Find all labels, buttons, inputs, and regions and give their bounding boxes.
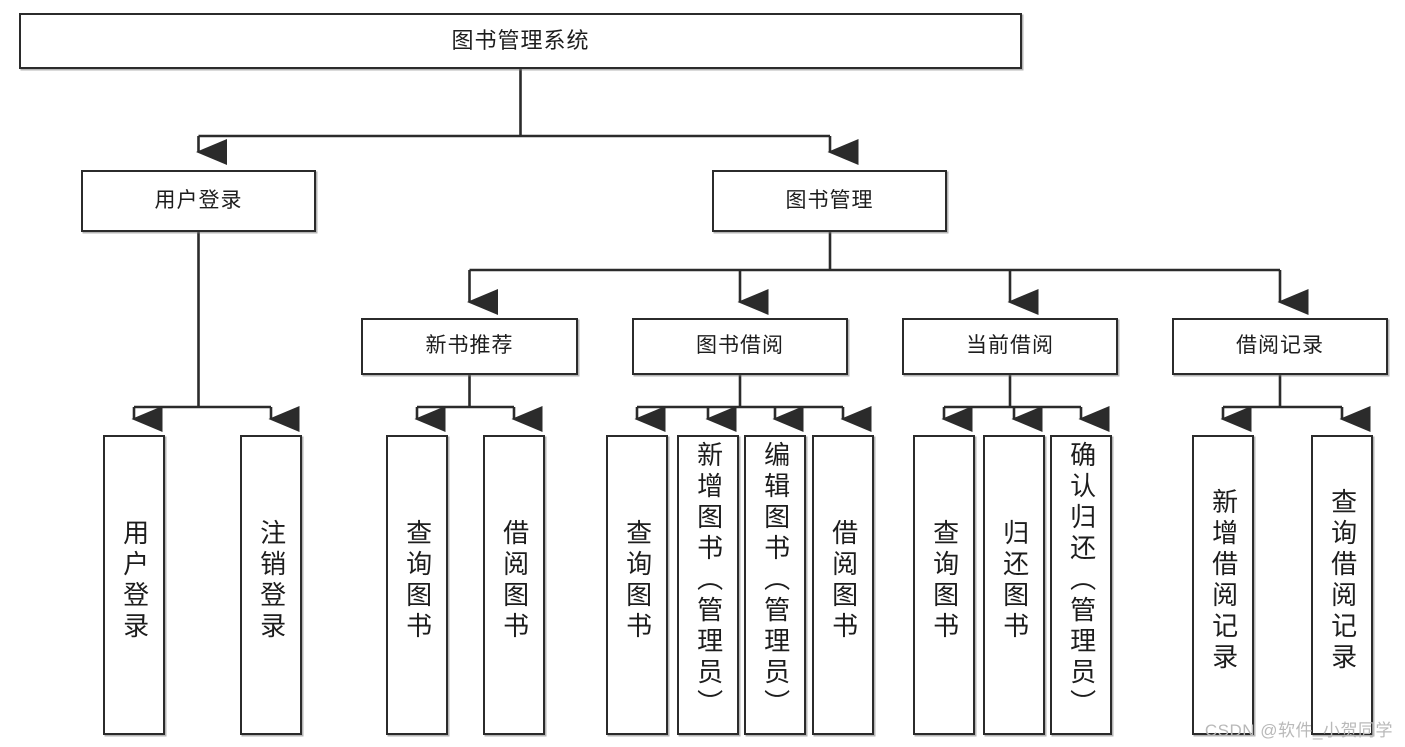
node-label: 图书管理 bbox=[785, 188, 874, 212]
leaf-add-book-admin[interactable]: 新增图书（管理员） bbox=[677, 435, 739, 735]
node-user-login[interactable]: 用户登录 bbox=[81, 170, 316, 232]
node-label: 归还图书 bbox=[999, 519, 1030, 643]
leaf-edit-book-admin[interactable]: 编辑图书（管理员） bbox=[744, 435, 806, 735]
node-label: 查询借阅记录 bbox=[1327, 488, 1358, 674]
node-label: 注销登录 bbox=[256, 519, 287, 643]
node-label: 新增图书（管理员） bbox=[693, 441, 724, 720]
node-book-borrow[interactable]: 图书借阅 bbox=[632, 318, 848, 375]
node-label: 新增借阅记录 bbox=[1208, 488, 1239, 674]
leaf-query-book[interactable]: 查询图书 bbox=[606, 435, 668, 735]
node-label: 借阅图书 bbox=[828, 519, 859, 643]
node-book-management[interactable]: 图书管理 bbox=[712, 170, 947, 232]
node-label: 用户登录 bbox=[119, 519, 150, 643]
leaf-borrow-book-recommend[interactable]: 借阅图书 bbox=[483, 435, 545, 735]
leaf-return-book[interactable]: 归还图书 bbox=[983, 435, 1045, 735]
node-label: 借阅图书 bbox=[499, 519, 530, 643]
node-current-borrow[interactable]: 当前借阅 bbox=[902, 318, 1118, 375]
node-label: 当前借阅 bbox=[966, 334, 1054, 358]
leaf-borrow-book[interactable]: 借阅图书 bbox=[812, 435, 874, 735]
node-new-book-recommend[interactable]: 新书推荐 bbox=[361, 318, 578, 375]
node-borrow-record[interactable]: 借阅记录 bbox=[1172, 318, 1388, 375]
leaf-user-logout[interactable]: 注销登录 bbox=[240, 435, 302, 735]
node-label: 借阅记录 bbox=[1236, 334, 1324, 358]
leaf-user-login[interactable]: 用户登录 bbox=[103, 435, 165, 735]
node-label: 用户登录 bbox=[154, 188, 243, 212]
node-label: 确认归还（管理员） bbox=[1066, 441, 1097, 720]
leaf-confirm-return-admin[interactable]: 确认归还（管理员） bbox=[1050, 435, 1112, 735]
node-label: 查询图书 bbox=[402, 519, 433, 643]
leaf-query-borrow-record[interactable]: 查询借阅记录 bbox=[1311, 435, 1373, 735]
node-label: 编辑图书（管理员） bbox=[760, 441, 791, 720]
watermark: CSDN @软件_小贺同学 bbox=[1204, 721, 1393, 740]
leaf-add-borrow-record[interactable]: 新增借阅记录 bbox=[1192, 435, 1254, 735]
node-label: 图书借阅 bbox=[696, 334, 784, 358]
node-label: 查询图书 bbox=[622, 519, 653, 643]
node-label: 新书推荐 bbox=[425, 334, 514, 358]
node-label: 查询图书 bbox=[929, 519, 960, 643]
leaf-query-book-current[interactable]: 查询图书 bbox=[913, 435, 975, 735]
leaf-query-book-recommend[interactable]: 查询图书 bbox=[386, 435, 448, 735]
node-root-system[interactable]: 图书管理系统 bbox=[19, 13, 1022, 69]
node-label: 图书管理系统 bbox=[451, 28, 590, 54]
